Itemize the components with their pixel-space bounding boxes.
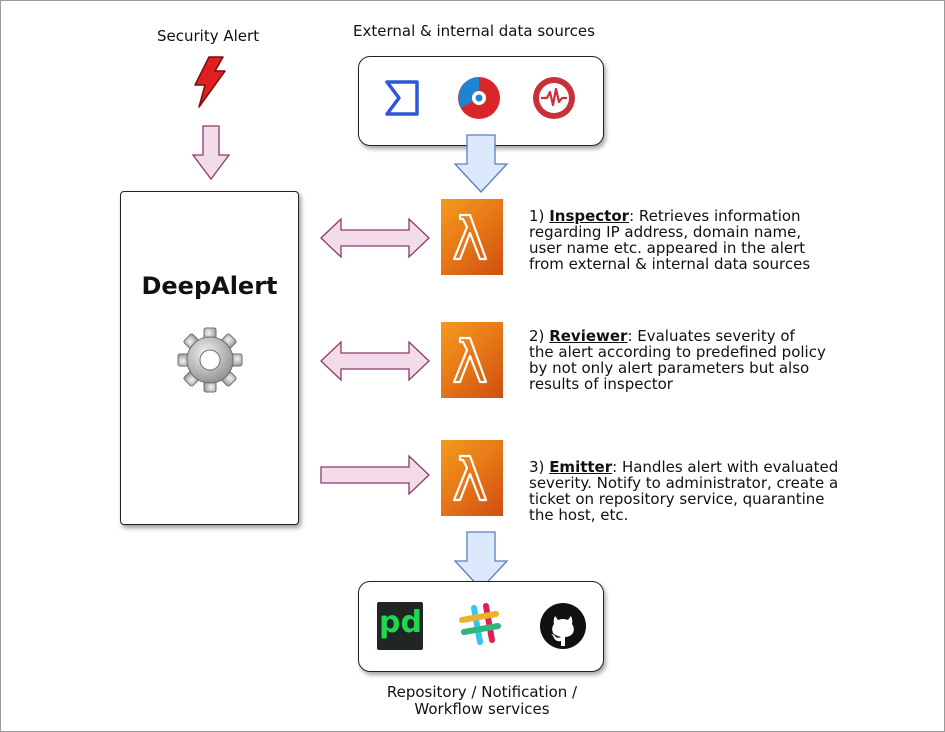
desc-line: : Handles alert with evaluated [612,458,839,476]
desc-line: by not only alert parameters but also [529,359,810,377]
step-number: 3) [529,458,545,476]
desc-line: the host, etc. [529,506,629,524]
step-number: 2) [529,327,545,345]
reviewer-description: 2) Reviewer: Evaluates severity of the a… [529,328,889,392]
lightning-bolt-icon [194,56,226,108]
desc-line: : Retrieves information [629,207,801,225]
sigma-logo-icon [385,80,419,116]
desc-line: the alert according to predefined policy [529,343,826,361]
deepalert-box: DeepAlert [120,191,299,525]
services-down-arrow [453,531,509,590]
github-logo-icon [540,603,586,649]
aws-lambda-icon [441,199,503,275]
desc-line: regarding IP address, domain name, [529,223,802,241]
step-number: 1) [529,207,545,225]
sources-title: External & internal data sources [353,22,595,40]
sources-down-arrow [453,134,509,193]
services-title: Repository / Notification / Workflow ser… [357,684,607,718]
emitter-right-arrow [320,454,430,496]
desc-line: : Evaluates severity of [627,327,795,345]
aws-lambda-icon [441,322,503,398]
aws-lambda-icon [441,440,503,516]
alert-down-arrow [191,125,231,181]
desc-line: results of inspector [529,375,673,393]
slack-logo-icon [459,603,501,645]
pagerduty-logo-icon: pd [377,602,423,650]
desc-line: user name etc. appeared in the alert [529,239,806,257]
step-name-emitter: Emitter [549,458,613,476]
services-box: pd [358,581,604,672]
gear-icon [177,327,243,393]
reviewer-double-arrow [320,340,430,382]
desc-line: from external & internal data sources [529,255,811,273]
step-name-reviewer: Reviewer [549,327,628,345]
pagerduty-logo-text: pd [379,605,422,640]
step-name-inspector: Inspector [549,207,630,225]
inspector-double-arrow [320,217,430,259]
emitter-description: 3) Emitter: Handles alert with evaluated… [529,459,889,523]
desc-line: ticket on repository service, quarantine [529,490,825,508]
services-title-line: Repository / Notification / [386,683,578,701]
swirl-logo-icon [458,77,500,119]
pulse-logo-icon [533,77,575,119]
security-alert-label: Security Alert [157,27,260,45]
services-title-line: Workflow services [414,700,550,718]
data-sources-box [358,56,604,146]
desc-line: severity. Notify to administrator, creat… [529,474,839,492]
inspector-description: 1) Inspector: Retrieves information rega… [529,208,889,272]
deepalert-title: DeepAlert [141,272,278,300]
